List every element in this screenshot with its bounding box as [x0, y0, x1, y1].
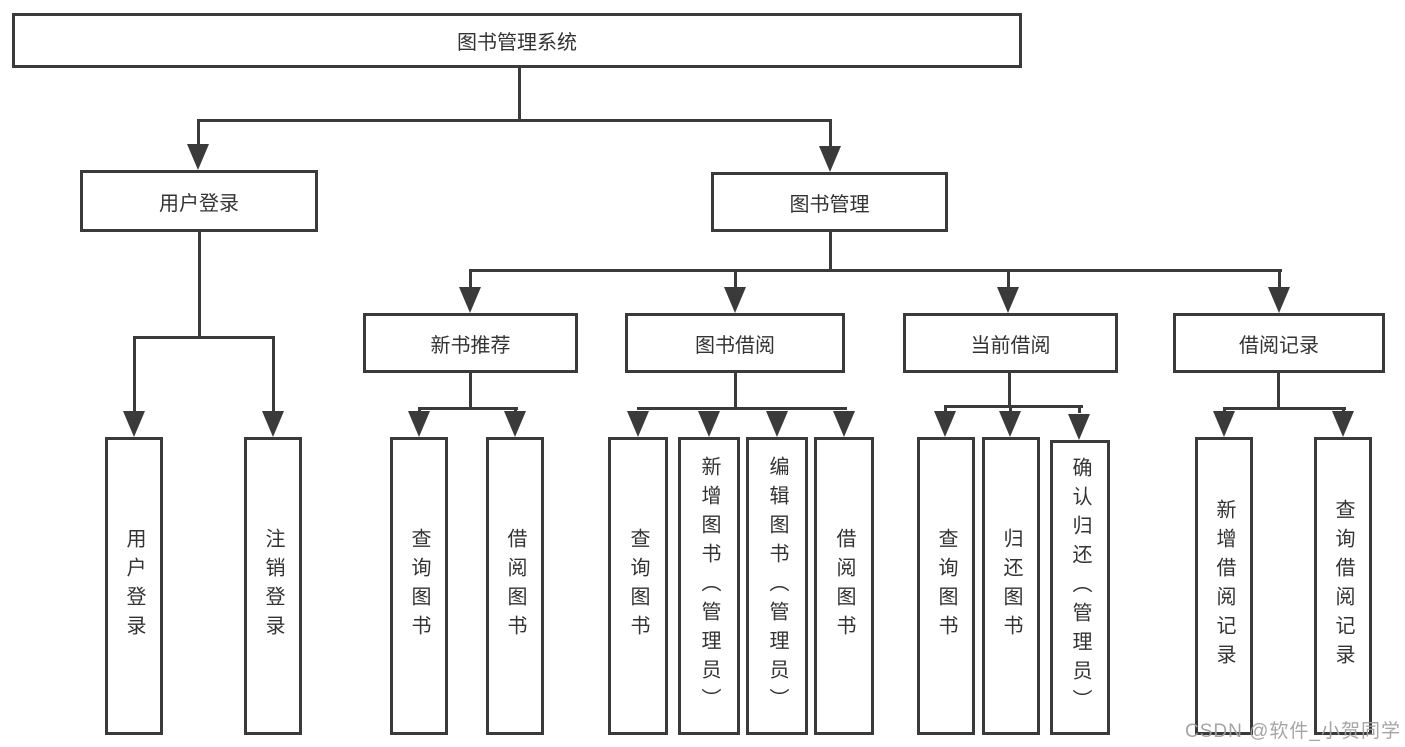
connector-vline — [734, 373, 737, 409]
leaf-query-books-borrowing: 查询图书 — [608, 437, 668, 735]
connector-vline — [1278, 269, 1281, 291]
leaf-query-books-recommend: 查询图书 — [390, 437, 448, 735]
node-book-borrowing-label: 图书借阅 — [695, 334, 775, 357]
arrow-down-icon — [1213, 411, 1235, 437]
node-borrowing-records: 借阅记录 — [1173, 313, 1385, 373]
csdn-watermark: CSDN @软件_小贺同学 — [1185, 721, 1401, 742]
connector-vline — [1277, 373, 1280, 409]
arrow-down-icon — [724, 287, 746, 313]
node-root-label: 图书管理系统 — [457, 32, 577, 54]
leaf-borrow-books-recommend: 借阅图书 — [486, 437, 544, 735]
leaf-borrow-books: 借阅图书 — [814, 437, 874, 735]
leaf-query-books-current: 查询图书 — [917, 437, 975, 735]
connector-vline — [197, 119, 200, 147]
connector-hline — [133, 336, 275, 339]
connector-hline — [1223, 407, 1346, 410]
leaf-borrow-books-recommend-label: 借阅图书 — [504, 528, 526, 644]
leaf-query-books-recommend-label: 查询图书 — [408, 528, 430, 644]
arrow-down-icon — [1332, 411, 1354, 437]
connector-hline — [637, 407, 847, 410]
leaf-return-books: 归还图书 — [982, 437, 1040, 735]
arrow-down-icon — [459, 287, 481, 313]
arrow-down-icon — [819, 146, 841, 172]
arrow-down-icon — [999, 411, 1021, 437]
arrow-down-icon — [934, 411, 956, 437]
arrow-down-icon — [1268, 287, 1290, 313]
leaf-return-books-label: 归还图书 — [1000, 528, 1022, 644]
leaf-edit-books-admin: 编辑图书（管理员） — [746, 437, 808, 735]
connector-vline — [829, 119, 832, 149]
connector-vline — [133, 336, 136, 414]
connector-vline — [1078, 405, 1081, 413]
leaf-user-login: 用户登录 — [105, 437, 163, 735]
node-current-borrowing-label: 当前借阅 — [970, 334, 1051, 357]
connector-vline — [1007, 269, 1010, 291]
connector-vline — [198, 232, 201, 339]
leaf-add-books-admin: 新增图书（管理员） — [678, 437, 740, 735]
arrow-down-icon — [627, 411, 649, 437]
connector-hline — [944, 405, 1083, 408]
arrow-down-icon — [262, 411, 284, 437]
connector-vline — [272, 336, 275, 414]
leaf-logout-login: 注销登录 — [244, 437, 302, 735]
node-book-management-label: 图书管理 — [789, 193, 870, 216]
arrow-down-icon — [408, 411, 430, 437]
node-book-borrowing: 图书借阅 — [625, 313, 845, 373]
leaf-query-borrow-record: 查询借阅记录 — [1314, 437, 1372, 735]
leaf-query-books-current-label: 查询图书 — [935, 528, 957, 644]
leaf-add-borrow-record-label: 新增借阅记录 — [1213, 499, 1235, 673]
connector-vline — [829, 232, 832, 271]
node-borrowing-records-label: 借阅记录 — [1239, 334, 1319, 357]
arrow-down-icon — [698, 411, 720, 437]
connector-vline — [518, 68, 521, 121]
node-user-login: 用户登录 — [80, 170, 318, 232]
connector-vline — [734, 269, 737, 291]
leaf-user-login-label: 用户登录 — [123, 528, 145, 644]
leaf-confirm-return-admin: 确认归还（管理员） — [1050, 440, 1110, 735]
leaf-logout-login-label: 注销登录 — [262, 528, 284, 644]
arrow-down-icon — [833, 411, 855, 437]
connector-vline — [469, 373, 472, 409]
connector-hline — [469, 269, 1282, 272]
leaf-query-borrow-record-label: 查询借阅记录 — [1332, 499, 1354, 673]
node-user-login-label: 用户登录 — [159, 192, 239, 215]
leaf-add-books-admin-label: 新增图书（管理员） — [698, 455, 720, 717]
connector-hline — [418, 407, 518, 410]
connector-vline — [1009, 405, 1012, 413]
connector-vline — [1008, 373, 1011, 407]
node-current-borrowing: 当前借阅 — [903, 313, 1118, 373]
leaf-edit-books-admin-label: 编辑图书（管理员） — [766, 455, 788, 717]
node-book-management: 图书管理 — [711, 172, 948, 232]
leaf-add-borrow-record: 新增借阅记录 — [1195, 437, 1253, 735]
arrow-down-icon — [997, 287, 1019, 313]
leaf-confirm-return-admin-label: 确认归还（管理员） — [1069, 457, 1091, 718]
connector-hline — [197, 119, 832, 122]
node-new-book-recommend-label: 新书推荐 — [430, 334, 511, 357]
leaf-borrow-books-label: 借阅图书 — [833, 528, 855, 644]
arrow-down-icon — [123, 411, 145, 437]
node-library-management-system: 图书管理系统 — [12, 13, 1022, 68]
node-new-book-recommend: 新书推荐 — [363, 313, 578, 373]
arrow-down-icon — [766, 411, 788, 437]
arrow-down-icon — [504, 411, 526, 437]
connector-vline — [469, 269, 472, 291]
arrow-down-icon — [187, 144, 209, 170]
leaf-query-books-borrowing-label: 查询图书 — [627, 528, 649, 644]
connector-vline — [944, 405, 947, 413]
arrow-down-icon — [1068, 414, 1090, 440]
